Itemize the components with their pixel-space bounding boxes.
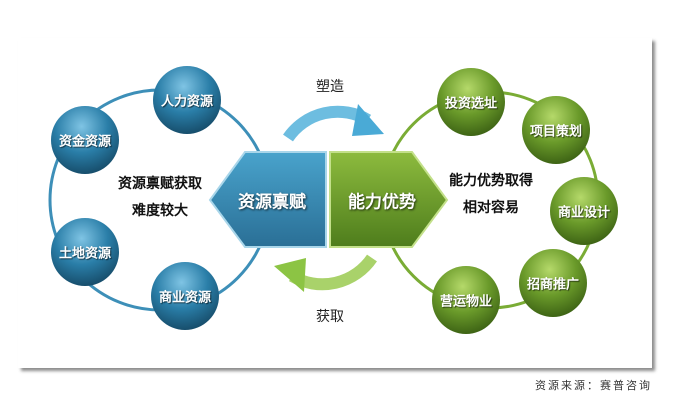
left-center-line-1: 资源禀赋获取 [118, 176, 202, 192]
left-node-circles [51, 66, 221, 330]
right-hexagon [329, 151, 449, 248]
node-site-selection: 投资选址 [444, 96, 498, 112]
source-caption: 资源来源：赛普咨询 [535, 379, 652, 392]
node-operations: 营运物业 [439, 294, 493, 310]
left-hexagon [208, 151, 327, 248]
node-human-resources: 人力资源 [160, 94, 214, 110]
left-hexagon-label: 资源禀赋 [238, 192, 306, 213]
node-land-resources: 土地资源 [58, 246, 112, 262]
right-hexagon-label: 能力优势 [348, 192, 416, 213]
node-leasing-promotion: 招商推广 [526, 277, 580, 293]
right-center-line-1: 能力优势取得 [449, 173, 533, 189]
node-commercial-design: 商业设计 [557, 205, 611, 221]
node-commercial-resources: 商业资源 [158, 290, 212, 306]
node-capital-resources: 资金资源 [58, 134, 112, 150]
left-center-line-2: 难度较大 [132, 203, 188, 219]
bottom-arrow-label: 获取 [316, 309, 344, 325]
bottom-arrow-head [274, 258, 306, 292]
right-center-line-2: 相对容易 [463, 200, 519, 216]
node-project-planning: 项目策划 [529, 124, 583, 140]
top-arrow-label: 塑造 [316, 79, 344, 95]
top-arrow-head [352, 104, 384, 136]
right-node-circles [432, 68, 618, 334]
